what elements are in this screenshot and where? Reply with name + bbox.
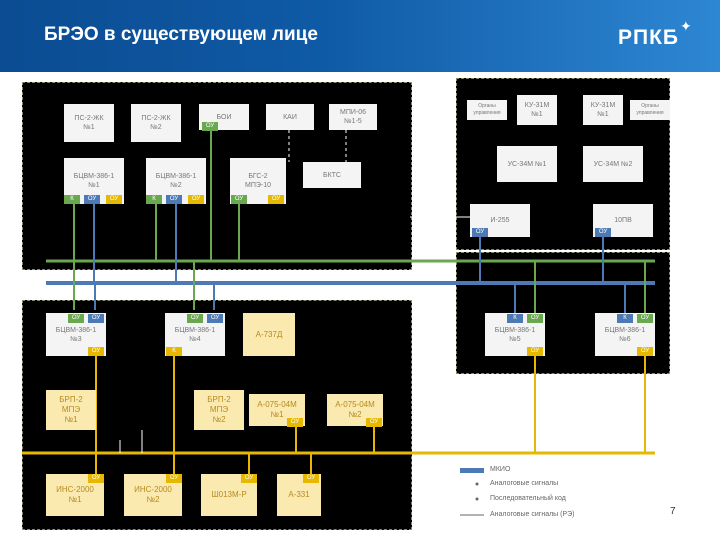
a-075-1-ou-tag: ОУ <box>287 418 303 427</box>
us-34m-2-box: УС-34М №2 <box>583 146 643 182</box>
bcvm-2-ou-tag: ОУ <box>166 195 182 204</box>
slide-title: БРЭО в существующем лице <box>44 24 318 45</box>
bcvm-6-ok-tag: ОУ <box>637 347 653 356</box>
bkts-box: БКТС <box>303 162 361 188</box>
legend-mkio: МКИО <box>490 466 511 473</box>
i-255-ou-tag: ОУ <box>472 228 488 237</box>
bgs-ok-tag: ОУ <box>268 195 284 204</box>
bcvm-2-ok-tag: ОУ <box>188 195 204 204</box>
bcvm-5-ok-tag: ОУ <box>527 347 543 356</box>
a-331-ou-tag: ОУ <box>303 474 319 483</box>
bcvm-2-k-tag: К <box>146 195 162 204</box>
bcvm-1-k-tag: К <box>64 195 80 204</box>
ins-2-ou-tag: ОУ <box>166 474 182 483</box>
bcvm-5-ou-tag: ОУ <box>527 314 543 323</box>
bcvm-3-ou2-tag: ОУ <box>88 314 104 323</box>
bcvm-4-k-tag: К <box>166 347 182 356</box>
rpkb-logo: РПКБ <box>618 26 680 49</box>
bcvm-6-k-tag: К <box>617 314 633 323</box>
us-34m-1-box: УС-34М №1 <box>497 146 557 182</box>
bcvm-1-ou-tag: ОУ <box>84 195 100 204</box>
page-number: 7 <box>670 506 676 517</box>
bcvm-1-ok-tag: ОУ <box>106 195 122 204</box>
sh013-ou-tag: ОУ <box>241 474 257 483</box>
logo-star-icon: ✦ <box>680 18 692 34</box>
a-737d-box: А-737Д <box>243 313 295 356</box>
bcvm-4-ou2-tag: ОУ <box>207 314 223 323</box>
bcvm-5-k-tag: К <box>507 314 523 323</box>
bcvm-3-ou1-tag: ОУ <box>68 314 84 323</box>
header-bar <box>0 0 720 72</box>
bcvm-4-ou1-tag: ОУ <box>187 314 203 323</box>
legend-analog: Аналоговые сигналы <box>490 480 559 487</box>
boi-ou-tag: ОУ <box>202 122 218 131</box>
ins-1-ou-tag: ОУ <box>88 474 104 483</box>
legend-analog-re: Аналоговые сигналы (РЭ) <box>490 511 575 518</box>
bcvm-3-ok-tag: ОУ <box>88 347 104 356</box>
10pv-ou-tag: ОУ <box>595 228 611 237</box>
a-075-2-ou-tag: ОУ <box>366 418 382 427</box>
bcvm-6-ou-tag: ОУ <box>637 314 653 323</box>
bgs-ou-tag: ОУ <box>231 195 247 204</box>
legend-serial: Последовательный код <box>490 495 566 502</box>
kai-box: КАИ <box>266 104 314 130</box>
